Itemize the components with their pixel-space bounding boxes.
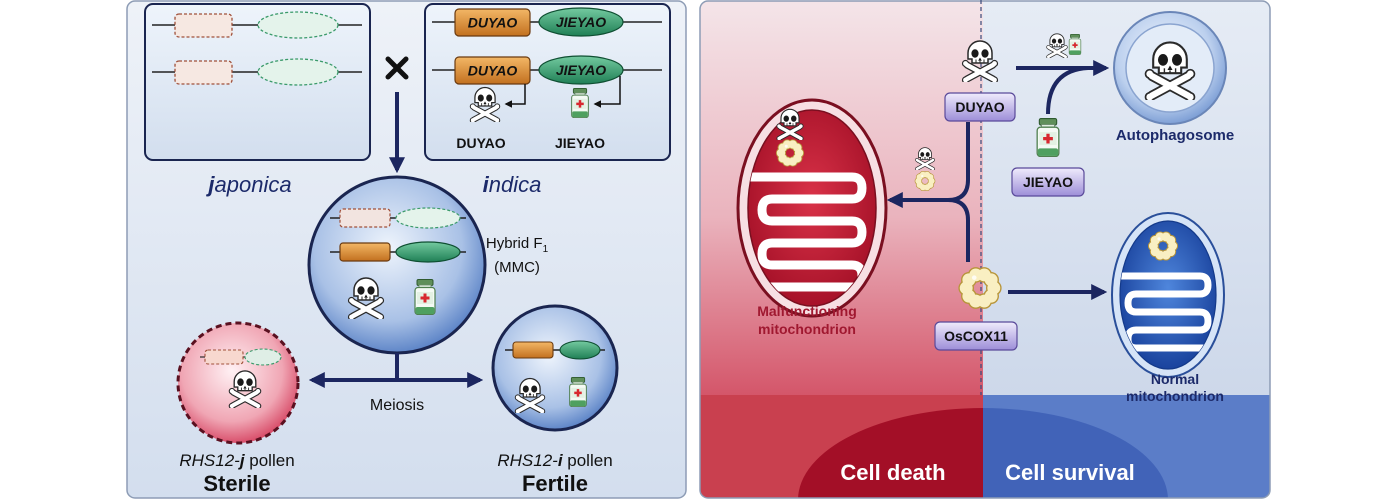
cell-death-label: Cell death — [840, 460, 945, 485]
right-panel: Malfunctioning mitochondrion DUYAO JIEYA… — [699, 0, 1271, 499]
jieyao-label-box — [1011, 167, 1085, 197]
japonica-duyao-allele-2 — [174, 60, 233, 85]
hybrid-label: Hybrid F1 — [486, 235, 549, 255]
fertile-pollen-membrane — [491, 304, 619, 432]
malfunctioning-label-line1: Malfunctioning — [757, 303, 857, 319]
duyao-label: DUYAO — [955, 99, 1004, 115]
japonica-jieyao-allele-2 — [257, 58, 339, 86]
normal-label-line2: mitochondrion — [1126, 388, 1224, 404]
indica-duyao-gene-1 — [454, 8, 531, 37]
indica-jieyao-gene-2-label: JIEYAO — [556, 62, 606, 78]
normal-mitochondrion — [1111, 212, 1225, 378]
hybrid-label-main: Hybrid F — [486, 235, 543, 252]
jieyao-label: JIEYAO — [1023, 174, 1073, 190]
japonica-genotype-box — [144, 3, 371, 161]
medicine-bottle-icon — [1036, 118, 1060, 157]
jieyao-product-label: JIEYAO — [555, 135, 605, 151]
medicine-bottle-icon — [569, 377, 587, 407]
malfunction-mito-cristae — [748, 172, 867, 292]
normal-label-line1: Normal — [1151, 371, 1199, 387]
cell-survival-mound — [983, 408, 1168, 498]
normal-mito-cristae — [1120, 272, 1216, 352]
duyao-product-label: DUYAO — [456, 135, 505, 151]
sterile-jieyao-allele — [244, 348, 282, 366]
sterile-allele: j — [238, 451, 246, 470]
fertile-gene-name: RHS12- — [497, 451, 558, 470]
hybrid-cell-membrane — [307, 175, 487, 355]
indica-label-rest: ndica — [489, 172, 542, 197]
hybrid-indica-jieyao-gene — [395, 241, 461, 263]
jieyao-expression-arrow — [593, 76, 621, 108]
sterile-suffix: pollen — [245, 451, 295, 470]
indica-jieyao-gene-1-label: JIEYAO — [556, 14, 606, 30]
left-panel: DUYAO JIEYAO DUYAO JIEYAO DUYAO JIEYAO j… — [126, 0, 687, 499]
hybrid-note: (MMC) — [494, 259, 540, 276]
japonica-label-initial: j — [205, 172, 215, 197]
hybrid-japonica-jieyao-allele — [395, 207, 461, 229]
indica-duyao-gene-2 — [454, 56, 531, 85]
hybrid-indica-duyao-gene — [339, 242, 391, 262]
oscox11-branch-line — [947, 198, 970, 262]
indica-duyao-gene-2-label: DUYAO — [468, 63, 518, 79]
duyao-expression-arrow — [504, 84, 526, 108]
hybrid-f1-cell — [307, 175, 487, 355]
oscox11-label-box — [934, 321, 1018, 351]
cell-death-mound — [798, 408, 983, 498]
right-panel-frame — [699, 0, 1271, 499]
medicine-bottle-icon — [571, 88, 589, 118]
indica-label: indica — [483, 172, 542, 197]
fertile-phenotype: Fertile — [522, 471, 588, 496]
fertile-allele: i — [558, 451, 564, 470]
sterile-duyao-allele — [204, 349, 244, 365]
duyao-label-box — [944, 92, 1016, 122]
japonica-box-frame — [144, 3, 371, 161]
sterile-phenotype: Sterile — [203, 471, 270, 496]
medicine-bottle-icon — [1068, 34, 1082, 55]
fertile-pollen-cell — [491, 304, 619, 432]
medicine-bottle-icon — [414, 279, 436, 315]
japonica-label: japonica — [205, 172, 291, 197]
indica-duyao-gene-1-label: DUYAO — [468, 15, 518, 31]
indica-label-initial: i — [483, 172, 490, 197]
malfunctioning-mitochondrion — [736, 98, 888, 318]
sterile-gene-name: RHS12- — [179, 451, 240, 470]
fertile-jieyao-gene — [559, 340, 601, 360]
fertile-pollen-label: RHS12-i pollen — [497, 451, 612, 470]
oscox11-label: OsCOX11 — [944, 328, 1008, 344]
japonica-label-rest: aponica — [215, 172, 292, 197]
meiosis-label: Meiosis — [370, 397, 424, 414]
hybrid-label-subscript: 1 — [543, 244, 549, 255]
cell-survival-label: Cell survival — [1005, 460, 1135, 485]
hybrid-japonica-duyao-allele — [339, 208, 391, 228]
indica-jieyao-gene-1 — [538, 7, 624, 37]
japonica-duyao-allele-1 — [174, 13, 233, 38]
sterile-pollen-cell — [176, 321, 300, 445]
indica-jieyao-gene-2 — [538, 55, 624, 85]
autophagosome-label: Autophagosome — [1116, 127, 1234, 144]
malfunction-mito-matrix — [747, 109, 877, 307]
fertile-duyao-gene — [512, 341, 554, 359]
indica-genotype-box: DUYAO JIEYAO DUYAO JIEYAO DUYAO JIEYAO — [424, 3, 671, 161]
fertile-suffix: pollen — [563, 451, 613, 470]
autophagosome — [1113, 11, 1227, 125]
indica-box-frame — [424, 3, 671, 161]
japonica-jieyao-allele-1 — [257, 11, 339, 39]
cross-icon — [385, 56, 409, 80]
jieyao-escort-curve — [1046, 66, 1089, 115]
sterile-pollen-label: RHS12-j pollen — [179, 451, 294, 470]
malfunctioning-label-line2: mitochondrion — [758, 321, 856, 337]
